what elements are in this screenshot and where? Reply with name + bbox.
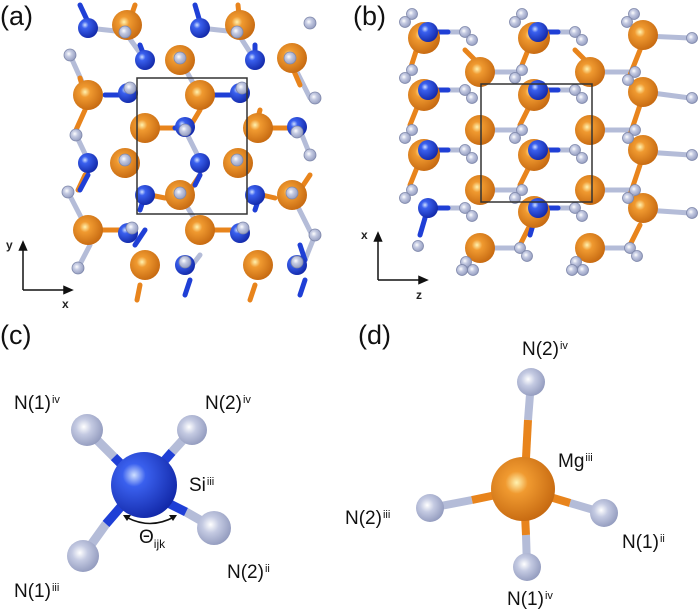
n-atom-d4 (513, 553, 541, 581)
panel-d-mg-tetrahedron (416, 368, 618, 581)
label-c-theta-ijk: Θijk (139, 527, 166, 551)
n-atom-c4 (197, 511, 231, 545)
panel-c-si-tetrahedron (67, 414, 231, 572)
label-d-n1-iv: N(1)iv (507, 589, 553, 610)
label-d-n1-ii: N(1)ii (622, 532, 665, 553)
label-c-n1-iii: N(1)iii (14, 581, 60, 602)
label-c-n1-iv: N(1)iv (14, 393, 60, 414)
unit-cell-a (136, 77, 248, 215)
label-d-n2-iv: N(2)iv (522, 339, 568, 360)
label-c-si-iii: Siiii (189, 475, 215, 496)
panel-label-c: (c) (0, 320, 32, 350)
n-atom-d1 (517, 368, 545, 396)
n-atom-d3 (590, 499, 618, 527)
angle-arrow (125, 516, 175, 525)
panel-label-a: (a) (0, 1, 33, 31)
label-d-n2-iii: N(2)iii (345, 508, 391, 529)
panel-b-structure (373, 8, 698, 285)
axis-label-b-horizontal: z (416, 288, 422, 302)
panel-a-structure (18, 2, 322, 303)
axis-label-b-vertical: x (361, 228, 368, 242)
mg-atom (491, 457, 555, 521)
label-c-n2-ii: N(2)ii (227, 562, 270, 583)
n-atom-c2 (177, 415, 207, 445)
label-c-n2-iv: N(2)iv (205, 393, 251, 414)
n-atom-d2 (416, 494, 444, 522)
si-atom (111, 452, 177, 518)
panel-label-d: (d) (358, 320, 391, 350)
axis-arrows-b (373, 231, 429, 285)
label-d-mg-iii: Mgiii (558, 451, 593, 472)
axis-label-a-vertical: y (6, 238, 13, 252)
n-atom-c1 (71, 414, 103, 446)
panel-label-b: (b) (353, 1, 386, 31)
axis-arrows-a (18, 240, 74, 295)
unit-cell-b (480, 83, 593, 203)
n-atom-c3 (67, 540, 99, 572)
axis-label-a-horizontal: x (62, 297, 69, 311)
